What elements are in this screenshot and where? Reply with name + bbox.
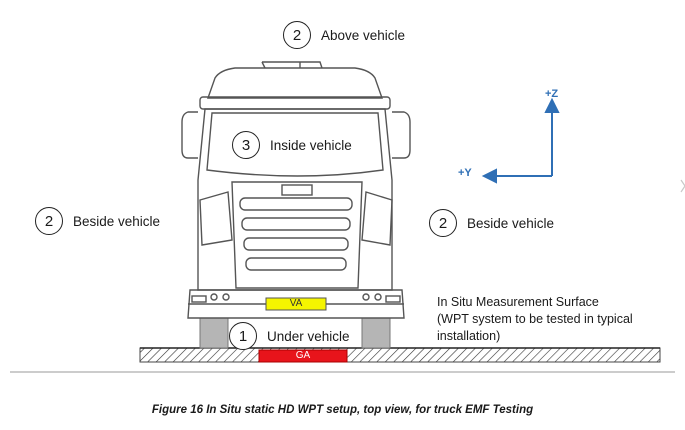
surface-line-1: In Situ Measurement Surface bbox=[437, 295, 599, 309]
va-pad bbox=[265, 297, 327, 311]
left-wheel bbox=[199, 317, 229, 349]
va-label: VA bbox=[289, 298, 303, 309]
ground-hatch bbox=[139, 347, 661, 363]
label-under: 1 Under vehicle bbox=[229, 322, 350, 350]
zone-text: Above vehicle bbox=[321, 27, 406, 43]
figure-caption: Figure 16 In Situ static HD WPT setup, t… bbox=[151, 404, 534, 416]
zone-text: Beside vehicle bbox=[467, 215, 555, 231]
surface-line-3: installation) bbox=[437, 329, 501, 343]
axis-y-label: +Y bbox=[458, 167, 472, 179]
surface-note: In Situ Measurement Surface (WPT system … bbox=[437, 294, 633, 345]
label-beside-right: 2 Beside vehicle bbox=[429, 209, 554, 237]
ga-pad bbox=[258, 349, 348, 363]
label-beside-left: 2 Beside vehicle bbox=[35, 207, 160, 235]
truck bbox=[181, 61, 411, 319]
surface-line-2: (WPT system to be tested in typical bbox=[437, 312, 633, 326]
zone-text: Inside vehicle bbox=[270, 137, 352, 153]
zone-number: 3 bbox=[232, 131, 260, 159]
zone-number: 2 bbox=[35, 207, 63, 235]
right-wheel bbox=[361, 317, 391, 349]
label-inside: 3 Inside vehicle bbox=[232, 131, 352, 159]
zone-number: 2 bbox=[283, 21, 311, 49]
axis-z-label: +Z bbox=[545, 88, 559, 100]
edge-mark bbox=[680, 179, 685, 193]
ga-label: GA bbox=[295, 350, 311, 361]
zone-number: 2 bbox=[429, 209, 457, 237]
axes bbox=[481, 97, 560, 184]
zone-text: Beside vehicle bbox=[73, 213, 161, 229]
label-above: 2 Above vehicle bbox=[283, 21, 405, 49]
zone-number: 1 bbox=[229, 322, 257, 350]
zone-text: Under vehicle bbox=[267, 328, 350, 344]
